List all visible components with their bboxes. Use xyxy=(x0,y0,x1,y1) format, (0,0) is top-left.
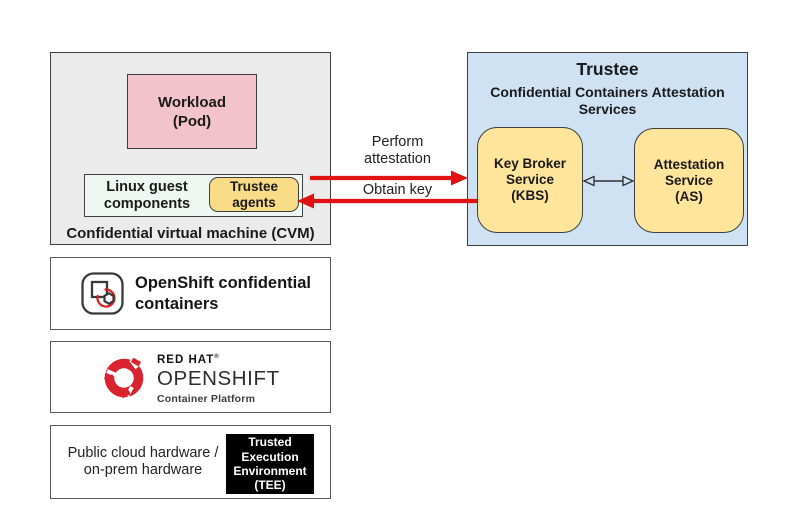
linux-guest-components-label: Linux guest components xyxy=(103,179,191,212)
trustee-title: Trustee xyxy=(576,59,639,79)
trustee-box: Trustee Confidential Containers Attestat… xyxy=(467,52,748,246)
cvm-box: Workload (Pod) Linux guest components Tr… xyxy=(50,52,331,245)
linux-guest-components-box: Linux guest components Trustee agents xyxy=(84,174,303,217)
cvm-caption: Confidential virtual machine (CVM) xyxy=(66,225,315,242)
workload-pod-box: Workload (Pod) xyxy=(127,74,257,149)
tee-box: Trusted Execution Environment (TEE) xyxy=(226,434,314,494)
attestation-service-box: Attestation Service (AS) xyxy=(634,128,744,233)
as-label: Attestation Service (AS) xyxy=(653,156,725,204)
redhat-openshift-box: RED HAT® OPENSHIFT Container Platform xyxy=(50,341,331,413)
trustee-agents-box: Trustee agents xyxy=(209,177,299,212)
perform-attestation-label: Perform attestation xyxy=(364,134,431,167)
openshift-confidential-containers-icon xyxy=(81,272,124,315)
kbs-as-double-arrow-icon xyxy=(582,175,635,187)
key-broker-service-box: Key Broker Service (KBS) xyxy=(477,127,583,233)
redhat-openshift-wordmark: RED HAT® OPENSHIFT Container Platform xyxy=(157,354,280,405)
hardware-label: Public cloud hardware / on-prem hardware xyxy=(67,445,219,478)
hardware-box: Public cloud hardware / on-prem hardware… xyxy=(50,425,331,499)
registered-mark: ® xyxy=(214,354,220,361)
openshift-confidential-containers-label: OpenShift confidential containers xyxy=(135,274,311,313)
workload-pod-label: Workload (Pod) xyxy=(157,93,227,130)
trustee-subtitle: Confidential Containers Attestation Serv… xyxy=(490,84,725,117)
tee-label: Trusted Execution Environment (TEE) xyxy=(233,435,307,493)
kbs-label: Key Broker Service (KBS) xyxy=(493,156,567,203)
trustee-agents-label: Trustee agents xyxy=(229,179,279,210)
redhat-openshift-logo-icon xyxy=(104,358,144,398)
obtain-key-label: Obtain key xyxy=(362,182,433,198)
container-platform-text: Container Platform xyxy=(157,393,256,405)
openshift-confidential-containers-box: OpenShift confidential containers xyxy=(50,257,331,330)
redhat-brand-text: RED HAT® xyxy=(157,354,220,366)
openshift-product-text: OPENSHIFT xyxy=(157,367,280,390)
